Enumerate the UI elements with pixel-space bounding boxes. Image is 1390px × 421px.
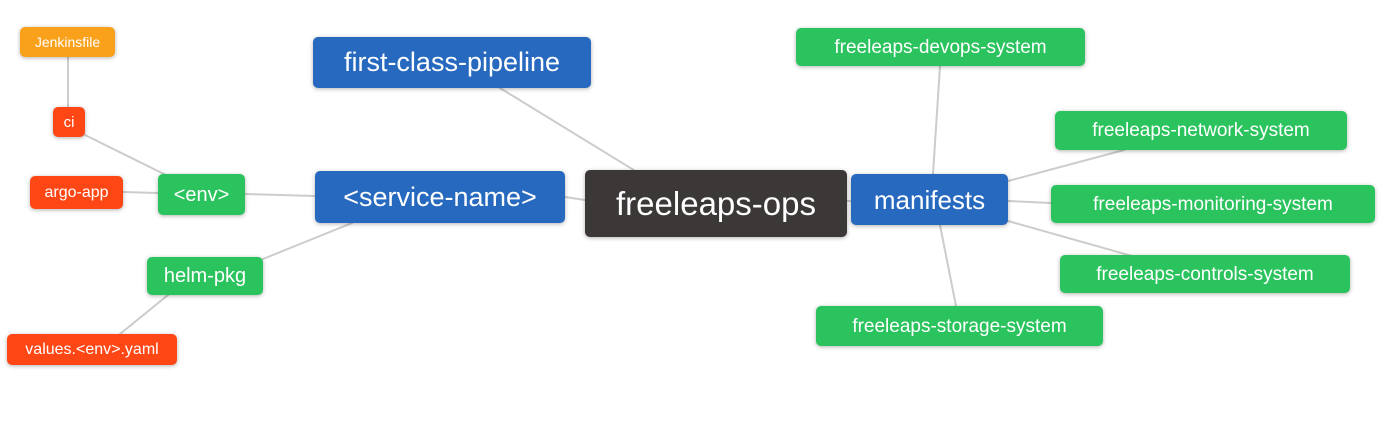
node-freeleaps-ops-root[interactable]: freeleaps-ops [585,170,847,237]
edge-manifests-to-freeleaps-monitoring-system [1007,200,1052,204]
node-freeleaps-storage-system[interactable]: freeleaps-storage-system [816,306,1103,346]
node-values-env-yaml[interactable]: values.<env>.yaml [7,334,177,365]
edge-service-name-to-freeleaps-ops [564,196,586,201]
node-freeleaps-controls-system[interactable]: freeleaps-controls-system [1060,255,1350,293]
node-argo-app[interactable]: argo-app [30,176,123,209]
node-first-class-pipeline[interactable]: first-class-pipeline [313,37,591,88]
node-jenkinsfile[interactable]: Jenkinsfile [20,27,115,57]
edge-env-to-service-name [244,193,316,197]
edge-argo-app-to-env [122,191,159,194]
node-service-name[interactable]: <service-name> [315,171,565,223]
node-freeleaps-network-system[interactable]: freeleaps-network-system [1055,111,1347,150]
edge-manifests-to-freeleaps-controls-system [1007,220,1133,257]
node-manifests[interactable]: manifests [851,174,1008,225]
node-freeleaps-monitoring-system[interactable]: freeleaps-monitoring-system [1051,185,1375,223]
edge-helm-pkg-to-service-name [262,222,353,260]
edge-values-env-yaml-to-helm-pkg [119,294,169,335]
edge-first-class-pipeline-to-freeleaps-ops [499,87,638,173]
node-ci[interactable]: ci [53,107,85,137]
edge-manifests-to-freeleaps-storage-system [939,224,957,307]
node-freeleaps-devops-system[interactable]: freeleaps-devops-system [796,28,1085,66]
edge-manifests-to-freeleaps-network-system [1007,149,1125,182]
edge-manifests-to-freeleaps-devops-system [932,65,941,175]
node-env[interactable]: <env> [158,174,245,215]
edge-ci-to-env [84,134,169,177]
node-helm-pkg[interactable]: helm-pkg [147,257,263,295]
